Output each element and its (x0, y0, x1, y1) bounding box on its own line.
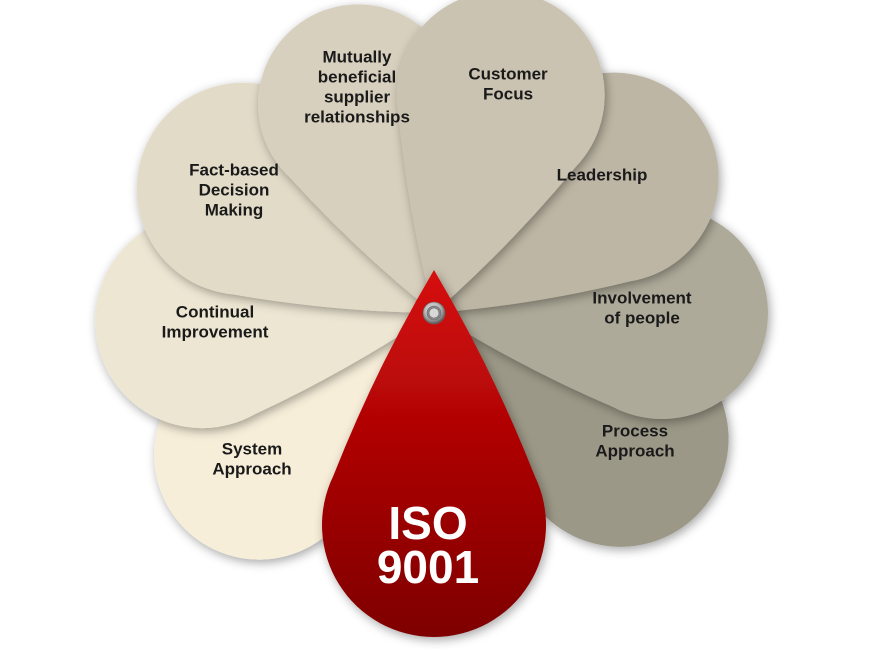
label-line: of people (604, 308, 680, 327)
label-line: Fact-based (189, 160, 279, 179)
label-line: Leadership (557, 165, 648, 184)
petal-shape (434, 72, 719, 313)
label-line: Focus (483, 84, 533, 103)
label-line: supplier (324, 87, 391, 106)
petal-shape (434, 207, 768, 420)
label-line: Decision (199, 180, 270, 199)
petal-layer (95, 0, 768, 637)
label-line: beneficial (318, 67, 396, 86)
pivot-pin-icon (422, 301, 446, 325)
label-line: 9001 (377, 541, 479, 593)
label-line: Customer (468, 64, 548, 83)
label-line: Process (602, 421, 668, 440)
label-line: Approach (212, 459, 291, 478)
petal-iso-9001 (322, 270, 547, 637)
label-line: Involvement (592, 288, 692, 307)
label-line: Approach (595, 441, 674, 460)
petal-customer-focus (396, 0, 605, 313)
label-line: Improvement (162, 322, 269, 341)
label-line: relationships (304, 107, 410, 126)
label-line: ISO (388, 497, 467, 549)
petal-leadership (434, 72, 719, 313)
petal-shape (396, 0, 605, 313)
label-line: System (222, 439, 282, 458)
pin-ring (428, 307, 440, 319)
petal-shape (136, 82, 434, 314)
label-line: Making (205, 200, 264, 219)
petal-fact-based-decision-making (136, 82, 434, 314)
petal-label: Leadership (557, 165, 648, 184)
label-line: Continual (176, 302, 254, 321)
petal-involvement-of-people (434, 207, 768, 420)
label-line: Mutually (323, 47, 392, 66)
pin-layer (422, 301, 446, 325)
petal-shape (322, 270, 547, 637)
